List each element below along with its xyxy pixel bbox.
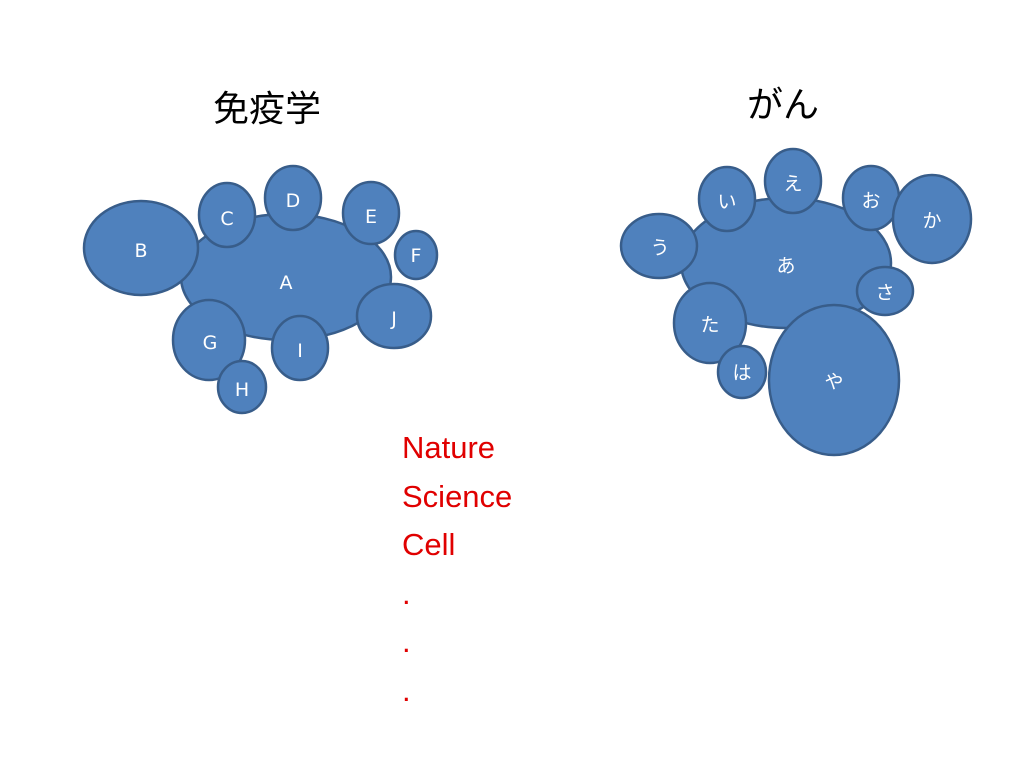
bubble-e-jp-label: え xyxy=(783,173,802,195)
bubble-j xyxy=(355,282,433,350)
journal-item: Science xyxy=(402,478,513,514)
bubble-u-jp-label: う xyxy=(650,237,669,259)
bubble-i-jp xyxy=(697,165,757,233)
bubble-i-jp-label: い xyxy=(717,191,736,213)
bubble-e xyxy=(341,180,401,246)
bubble-f-label: F xyxy=(411,245,422,267)
bubble-e-jp xyxy=(763,147,823,215)
cancer-cluster: あ う い え お か さ た は や xyxy=(619,147,973,457)
bubble-sa-jp xyxy=(855,265,915,317)
bubble-o-jp-label: お xyxy=(861,190,880,212)
bubble-i-label: I xyxy=(297,340,303,362)
journal-item: Nature xyxy=(402,430,496,465)
bubble-b-label: B xyxy=(134,240,147,262)
bubble-ka-jp xyxy=(891,173,973,265)
bubble-a-jp-label: あ xyxy=(776,255,795,277)
bubble-ya-jp-label: や xyxy=(824,371,843,393)
bubble-ya-jp xyxy=(767,303,901,457)
bubble-h-label: H xyxy=(235,379,249,401)
bubble-c xyxy=(197,181,257,249)
bubble-d-label: D xyxy=(286,190,301,212)
bubble-h xyxy=(216,359,268,415)
journal-item: . xyxy=(402,575,411,611)
bubble-g xyxy=(171,298,247,382)
bubble-a-label: A xyxy=(280,272,293,294)
bubble-ha-jp-label: は xyxy=(732,362,751,384)
immunology-title: 免疫学 xyxy=(213,89,322,130)
cancer-title: がん xyxy=(747,85,820,126)
bubble-ta-jp-label: た xyxy=(700,314,719,336)
bubble-f xyxy=(393,229,439,281)
bubble-d xyxy=(263,164,323,232)
bubble-c-label: C xyxy=(220,208,233,230)
bubble-ha-jp xyxy=(716,344,768,400)
bubble-e-label: E xyxy=(365,206,377,228)
journal-list: Nature Science Cell . . . xyxy=(402,424,512,715)
bubble-j-label: J xyxy=(390,308,397,330)
bubble-g-label: G xyxy=(203,332,218,354)
immunology-cluster: A B C D E F G H I J xyxy=(82,164,439,415)
journal-item: . xyxy=(402,624,411,659)
bubble-u-jp xyxy=(619,212,699,280)
journal-item: Cell xyxy=(402,527,456,562)
bubble-sa-jp-label: さ xyxy=(875,282,894,304)
bubble-ta-jp xyxy=(672,281,748,365)
journal-item: . xyxy=(402,672,411,708)
bubble-i xyxy=(270,314,330,382)
bubble-b xyxy=(82,199,200,297)
bubble-ka-jp-label: か xyxy=(922,210,941,232)
